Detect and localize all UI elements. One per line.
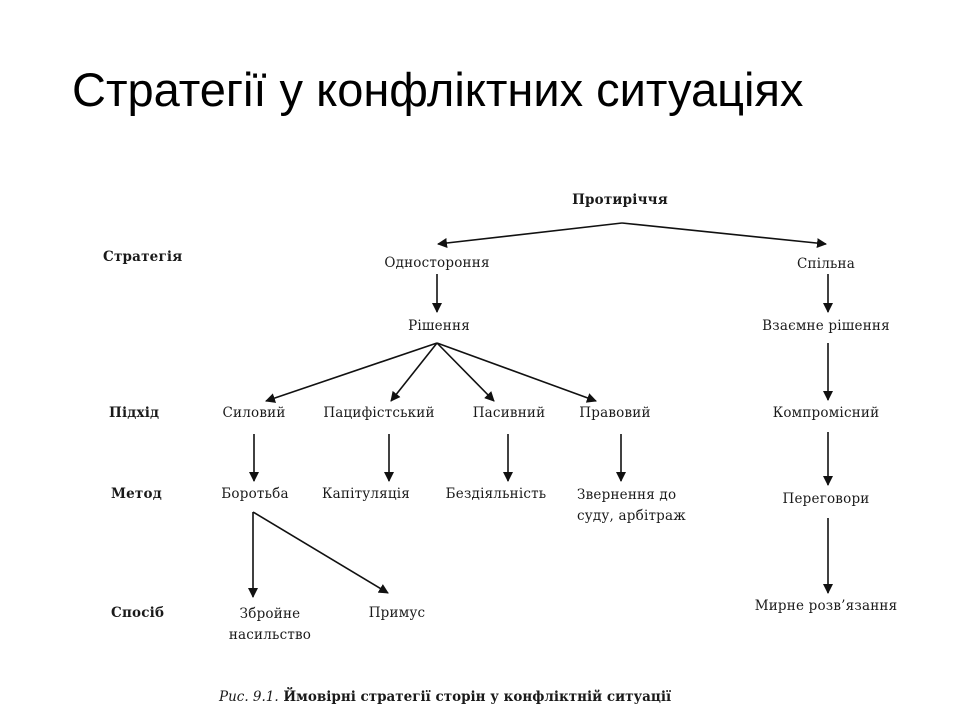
row-label-approach: Підхід: [109, 405, 160, 421]
node-contradiction: Протиріччя: [572, 192, 668, 208]
node-passive: Пасивний: [472, 405, 546, 421]
arrow-decision-to-pacifist: [390, 342, 438, 402]
node-court-arbitration: Звернення до суду, арбітраж: [577, 487, 686, 524]
node-force: Силовий: [222, 405, 286, 421]
arrow-decision-to-passive: [436, 342, 495, 402]
node-inaction: Бездіяльність: [445, 486, 547, 502]
caption-prefix: Рис. 9.1.: [219, 689, 279, 705]
slide-title: Стратегії у конфліктних ситуаціях: [72, 63, 804, 116]
node-coercion: Примус: [368, 605, 426, 621]
node-decision: Рішення: [408, 318, 470, 334]
node-armed-violence: Збройне насильство: [228, 606, 312, 643]
arrow-struggle-to-coercion: [252, 511, 389, 594]
node-peaceful-resolution: Мирне розв’язання: [754, 598, 898, 614]
caption-text: Ймовірні стратегії сторін у конфліктній …: [283, 689, 672, 705]
node-pacifist: Пацифістський: [323, 405, 435, 421]
node-legal: Правовий: [579, 405, 651, 421]
node-compromise: Компромісний: [772, 405, 880, 421]
node-capitulation: Капітуляція: [321, 486, 411, 502]
row-label-method: Метод: [111, 486, 162, 502]
node-struggle: Боротьба: [221, 486, 289, 502]
node-negotiations: Переговори: [782, 491, 870, 507]
arrow-root-to-one-sided: [437, 222, 623, 248]
node-one-sided: Одностороння: [384, 255, 490, 271]
row-label-way: Спосіб: [111, 605, 165, 621]
node-mutual-decision: Взаємне рішення: [762, 318, 890, 334]
arrow-root-to-joint: [621, 222, 827, 249]
arrow-decision-to-legal: [436, 342, 597, 403]
node-joint: Спільна: [796, 256, 856, 272]
figure-caption: Рис. 9.1. Ймовірні стратегії сторін у ко…: [219, 689, 671, 705]
arrow-decision-to-force: [265, 342, 438, 403]
row-label-strategy: Стратегія: [103, 249, 183, 265]
